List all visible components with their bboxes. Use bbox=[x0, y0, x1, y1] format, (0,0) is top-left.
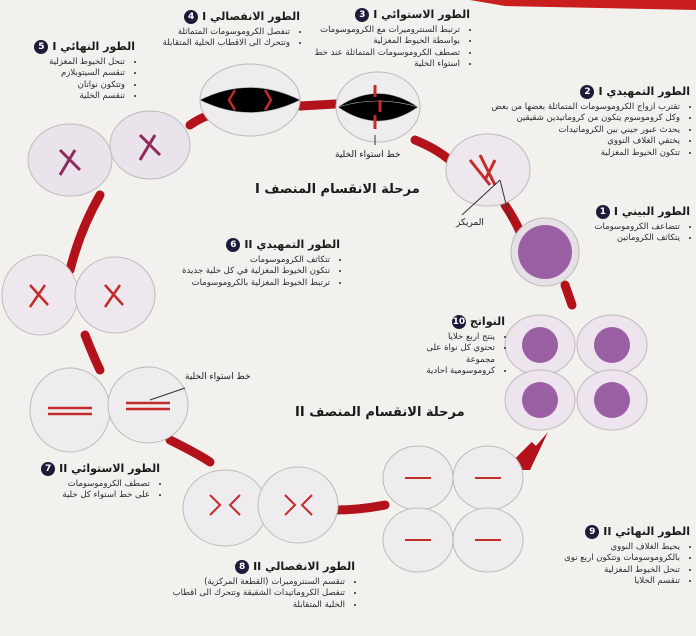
stage-1-title: الطور البيني I bbox=[614, 205, 690, 220]
stage-10-bullet: ينتج اربع خلايا bbox=[400, 332, 495, 343]
stage-2-bullet: تتكون الخيوط المغزلية bbox=[480, 148, 680, 159]
cell-telophase-1 bbox=[28, 111, 190, 196]
stage-1-badge: 1 bbox=[596, 205, 610, 219]
stage-4-badge: 4 bbox=[184, 10, 198, 24]
stage-6-label: الطور التمهيدي II 6 تتكاثف الكروموسومات ت… bbox=[155, 238, 340, 289]
stage-2-label: الطور التمهيدي I 2 تقترب ازواج الكروموسوم… bbox=[480, 85, 690, 159]
stage-3-label: الطور الاستوائي I 3 ترتبط السنتروميرات مع… bbox=[310, 8, 470, 71]
stage-5-bullet: تنحل الخيوط المغزلية bbox=[5, 57, 125, 68]
cell-metaphase-2 bbox=[30, 367, 188, 452]
top-red-band bbox=[470, 0, 696, 10]
stage-4-label: الطور الانفصالي I 4 تنفصل الكروموسومات ال… bbox=[150, 10, 300, 50]
stage-2-badge: 2 bbox=[580, 85, 594, 99]
stage-2-bullet: وكل كروموسوم يتكون من كروماتيدين شقيقين bbox=[480, 113, 680, 124]
stage-2-title: الطور التمهيدي I bbox=[598, 85, 690, 100]
stage-2-bullet: تقترب ازواج الكروموسومات المتماثلة بعضها… bbox=[480, 102, 680, 113]
stage-10-bullet: كروموسومية احادية bbox=[400, 366, 495, 377]
stage-10-bullet: تحتوي كل نواة على مجموعة bbox=[400, 343, 495, 366]
cell-metaphase-1 bbox=[336, 72, 420, 145]
stage-8-label: الطور الانفصالي II 8 تنقسم السنتروميرات (… bbox=[150, 560, 355, 611]
cell-telophase-2 bbox=[383, 446, 523, 572]
stage-9-label: الطور النهائي II 9 يحيط الغلاف النووي بال… bbox=[520, 525, 690, 588]
stage-7-badge: 7 bbox=[41, 462, 55, 476]
stage-7-bullet: تصطف الكروموسومات bbox=[15, 479, 150, 490]
equator-label-2: خط استواء الخلية bbox=[185, 372, 251, 382]
stage-8-bullet: الخلية المتقابلة bbox=[150, 600, 345, 611]
stage-3-bullet: استواء الخلية bbox=[310, 59, 460, 70]
stage-8-bullet: تنفصل الكروماتيدات الشقيقة وتتحرك الى اق… bbox=[150, 588, 345, 599]
stage-9-bullet: يحيط الغلاف النووي bbox=[520, 542, 680, 553]
cells-products bbox=[505, 315, 647, 430]
arrow-4-3 bbox=[300, 104, 335, 106]
stage-3-bullet: بواسطة الخيوط المغزلية bbox=[310, 36, 460, 47]
stage-3-badge: 3 bbox=[355, 8, 369, 22]
stage-6-bullet: تتكاثف الكروموسومات bbox=[155, 255, 330, 266]
stage-6-bullet: تتكون الخيوط المغزلية في كل خلية جديدة bbox=[155, 266, 330, 277]
stage-6-title: الطور التمهيدي II bbox=[244, 238, 340, 253]
stage-8-bullet: تنقسم السنتروميرات (القطعة المركزية) bbox=[150, 577, 345, 588]
stage-5-title: الطور النهائي I bbox=[52, 40, 135, 55]
stage-3-bullet: تصطف الكروموسومات المتماثلة عند خط bbox=[310, 48, 460, 59]
stage-9-badge: 9 bbox=[585, 525, 599, 539]
stage-5-badge: 5 bbox=[34, 40, 48, 54]
cell-anaphase-1 bbox=[200, 64, 300, 136]
stage-8-badge: 8 bbox=[235, 560, 249, 574]
stage-2-bullet: يحدث عبور جيني بين الكروماتيدات bbox=[480, 125, 680, 136]
stage-5-bullet: وتتكون نواتان bbox=[5, 80, 125, 91]
phase-title-meiosis-1: مرحلة الانقسام المنصف I bbox=[255, 182, 420, 197]
stage-6-bullet: ترتبط الخيوط المغزلية بالكروموسومات bbox=[155, 278, 330, 289]
stage-2-bullet: يختفي الغلاف النووي bbox=[480, 136, 680, 147]
arrow-5-6 bbox=[70, 195, 100, 270]
phase-title-meiosis-2: مرحلة الانقسام المنصف II bbox=[295, 405, 465, 420]
stage-10-badge: 10 bbox=[452, 315, 466, 329]
stage-4-title: الطور الانفصالي I bbox=[202, 10, 300, 25]
stage-10-title: النواتج bbox=[470, 315, 505, 330]
stage-9-title: الطور النهائي II bbox=[603, 525, 690, 540]
stage-1-bullet: تتضاعف الكروموسومات bbox=[560, 222, 680, 233]
equator-label-1: خط استواء الخلية bbox=[335, 150, 401, 160]
stage-8-title: الطور الانفصالي II bbox=[253, 560, 355, 575]
stage-9-bullet: بالكروموسومات وتتكون اربع نوى bbox=[520, 553, 680, 564]
arrow-6-7 bbox=[85, 335, 100, 370]
stage-1-bullet: يتكاثف الكروماتين bbox=[560, 233, 680, 244]
stage-9-bullet: تنقسم الخلايا bbox=[520, 576, 680, 587]
stage-5-bullet: تنقسم الخلية bbox=[5, 91, 125, 102]
stage-6-badge: 6 bbox=[226, 238, 240, 252]
stage-10-label: النواتج 10 ينتج اربع خلايا تحتوي كل نواة … bbox=[400, 315, 505, 378]
stage-7-bullet: على خط استواء كل خلية bbox=[15, 490, 150, 501]
stage-7-title: الطور الاستوائي II bbox=[59, 462, 160, 477]
stage-1-label: الطور البيني I 1 تتضاعف الكروموسومات يتكا… bbox=[560, 205, 690, 245]
stage-5-bullet: تنقسم السيتوبلازم bbox=[5, 68, 125, 79]
centriole-label: المريكز bbox=[456, 218, 484, 228]
stage-4-bullet: وتتحرك الى الاقطاب الخلية المتقابلة bbox=[150, 38, 290, 49]
arrow-7-8 bbox=[170, 440, 210, 462]
arrow-1-10 bbox=[565, 285, 572, 305]
arrow-8-9 bbox=[335, 505, 385, 510]
stage-3-title: الطور الاستوائي I bbox=[373, 8, 470, 23]
cell-prophase-2 bbox=[2, 255, 155, 335]
cell-anaphase-2 bbox=[183, 467, 338, 546]
stage-3-bullet: ترتبط السنتروميرات مع الكروموسومات bbox=[310, 25, 460, 36]
stage-4-bullet: تنفصل الكروموسومات المتماثلة bbox=[150, 27, 290, 38]
stage-7-label: الطور الاستوائي II 7 تصطف الكروموسومات عل… bbox=[15, 462, 160, 502]
stage-5-label: الطور النهائي I 5 تنحل الخيوط المغزلية تن… bbox=[5, 40, 135, 103]
stage-9-bullet: تنحل الخيوط المغزلية bbox=[520, 565, 680, 576]
